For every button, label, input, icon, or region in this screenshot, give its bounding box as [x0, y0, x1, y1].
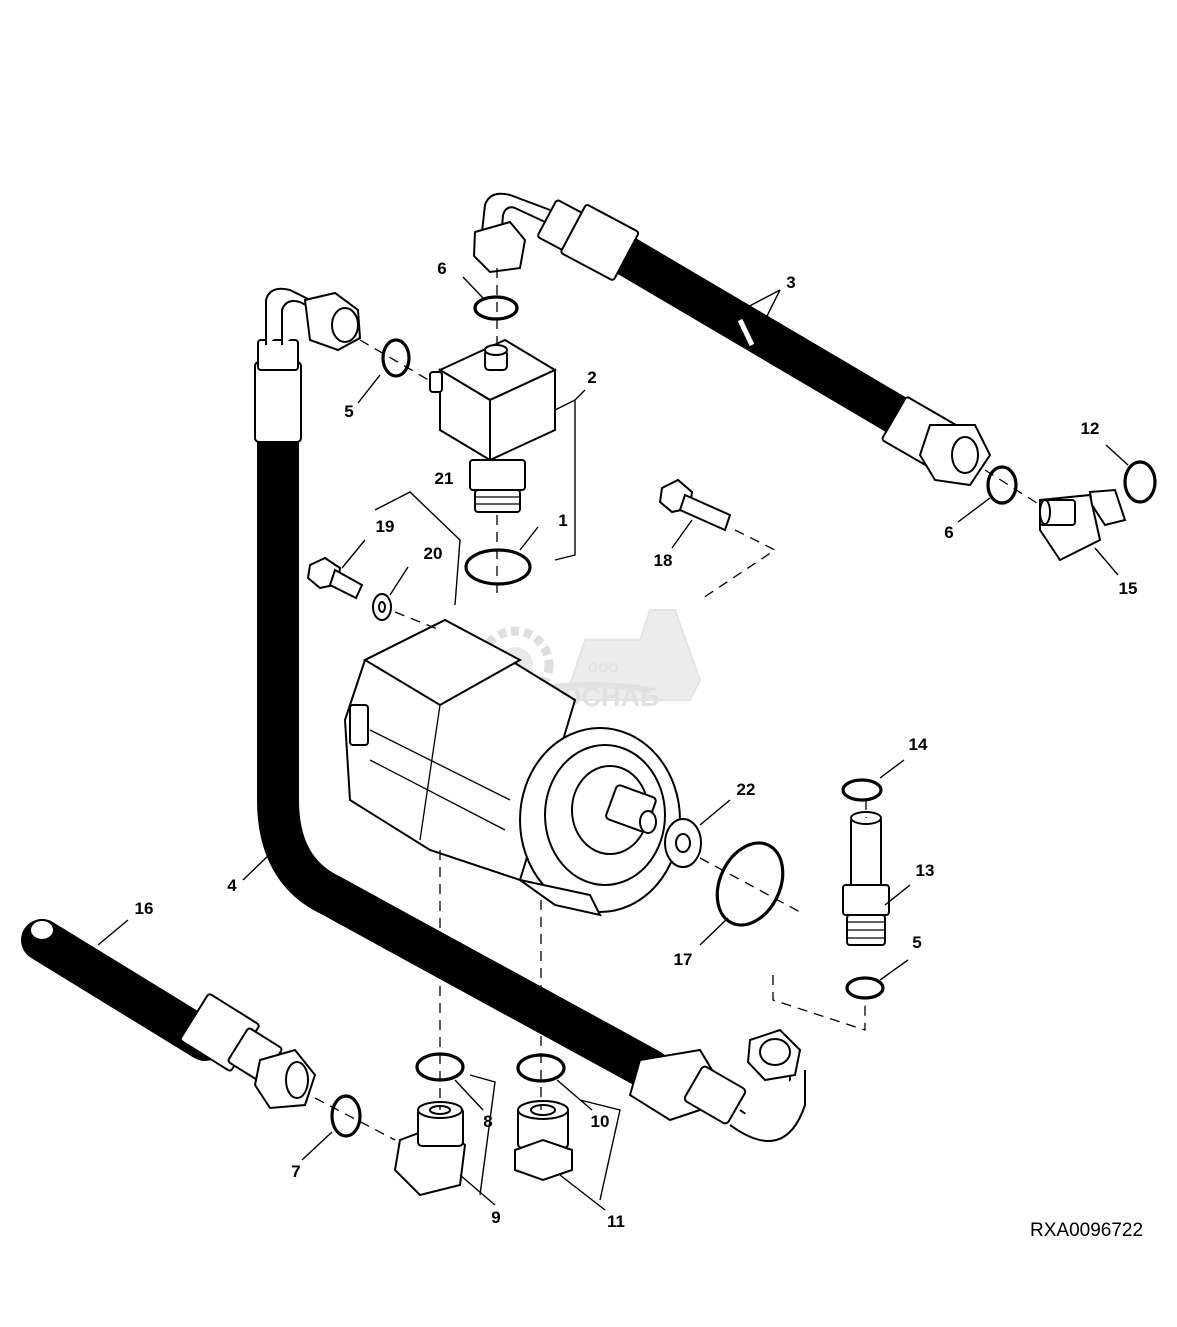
hose-3: [472, 192, 992, 487]
o-ring-5-bottom: [845, 976, 885, 1000]
hose-16: [21, 919, 317, 1110]
watermark-prefix: ООО: [588, 660, 618, 675]
callout-17: 17: [674, 950, 693, 969]
o-ring-6-right: [986, 465, 1018, 505]
callout-15: 15: [1119, 579, 1138, 598]
o-ring-12: [1123, 460, 1157, 504]
callout-7: 7: [291, 1162, 300, 1181]
callout-14: 14: [909, 735, 928, 754]
washer-22: [664, 818, 702, 868]
o-ring-14: [841, 778, 883, 802]
leader-lines: [97, 276, 1129, 1211]
callout-5a: 5: [344, 402, 353, 421]
callout-6b: 6: [944, 523, 953, 542]
reference-code: RXA0096722: [1030, 1220, 1143, 1241]
callout-3: 3: [786, 273, 795, 292]
bolt-18: [658, 478, 732, 532]
callout-6a: 6: [437, 259, 446, 278]
callout-4: 4: [227, 876, 237, 895]
hydraulic-pump: [343, 618, 681, 917]
callout-22: 22: [737, 780, 756, 799]
callouts: 6 5 2 3 12 6 15 21 1 19 20 18 14 22 13 4…: [135, 259, 1138, 1231]
callout-12: 12: [1081, 419, 1100, 438]
bolt-19: [306, 556, 364, 600]
o-ring-1: [464, 548, 532, 586]
fitting-11: [514, 1100, 573, 1182]
callout-8: 8: [483, 1112, 492, 1131]
washer-20: [372, 593, 392, 621]
elbow-15: [1039, 488, 1127, 562]
o-ring-6-top: [473, 295, 519, 321]
callout-5b: 5: [912, 933, 921, 952]
adapter-13: [842, 811, 890, 946]
callout-11: 11: [607, 1212, 625, 1231]
assembly-lines: [314, 268, 1041, 1141]
callout-2: 2: [587, 368, 596, 387]
callout-13: 13: [916, 861, 935, 880]
callout-10: 10: [591, 1112, 610, 1131]
callout-19: 19: [376, 517, 395, 536]
callout-9: 9: [491, 1208, 500, 1227]
callout-1: 1: [558, 511, 567, 530]
callout-21: 21: [435, 469, 454, 488]
callout-16: 16: [135, 899, 154, 918]
o-ring-7: [330, 1094, 362, 1138]
valve-2: [429, 338, 558, 513]
callout-18: 18: [654, 551, 673, 570]
hose-4: [254, 287, 806, 1142]
elbow-fitting-9: [393, 1101, 467, 1197]
callout-20: 20: [424, 544, 443, 563]
o-ring-5-top: [381, 338, 411, 378]
o-ring-17: [715, 841, 785, 927]
